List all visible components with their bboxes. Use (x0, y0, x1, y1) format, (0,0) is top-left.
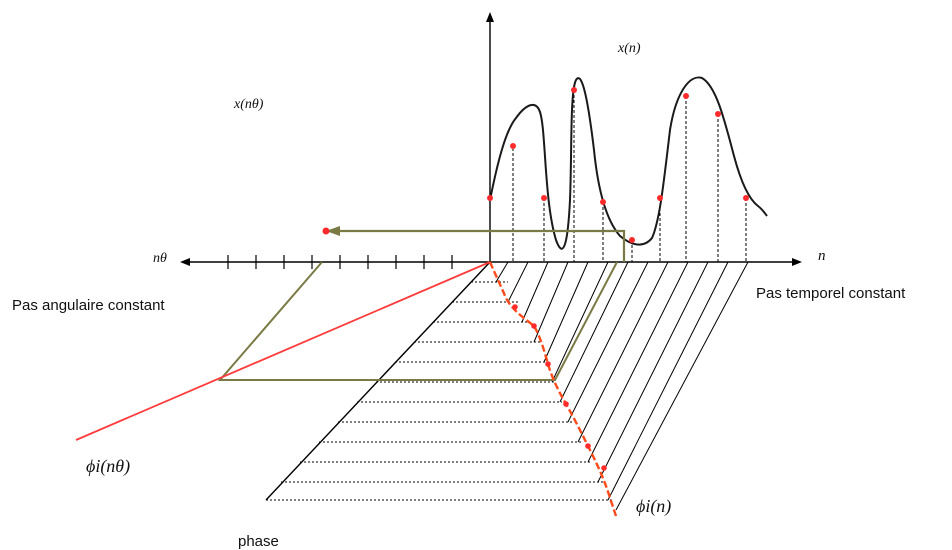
label-pas-angulaire: Pas angulaire constant (12, 297, 165, 314)
vertical-axis-arrow (486, 12, 494, 22)
mapping-path-bottom (217, 261, 618, 381)
label-x-of-n: x(n) (617, 41, 641, 56)
mapped-sample-point (322, 227, 330, 235)
label-n-axis: n (818, 248, 826, 264)
label-x-of-ntheta: x(nθ) (233, 97, 264, 112)
mapping-arrowhead (326, 226, 340, 236)
horizontal-axis-right-arrow (792, 258, 802, 266)
angular-axis-ticks (227, 255, 453, 269)
phase-curve (488, 261, 618, 517)
signal-curve (489, 76, 768, 250)
phase-rungs (281, 281, 604, 483)
phase-curve-points (512, 304, 607, 471)
label-n-theta-axis: nθ (153, 251, 167, 266)
time-projection-lines (495, 261, 749, 511)
sample-drop-lines (512, 90, 747, 262)
label-phi-n: ϕi(n) (636, 496, 671, 517)
mapping-path-top (332, 229, 626, 262)
horizontal-axis-left-arrow (180, 258, 190, 266)
signal-sample-points (487, 87, 749, 243)
angular-projection-line (75, 261, 491, 441)
label-phase: phase (238, 533, 279, 550)
label-pas-temporel: Pas temporel constant (756, 285, 906, 302)
label-phi-ntheta: ϕi(nθ) (86, 456, 130, 477)
